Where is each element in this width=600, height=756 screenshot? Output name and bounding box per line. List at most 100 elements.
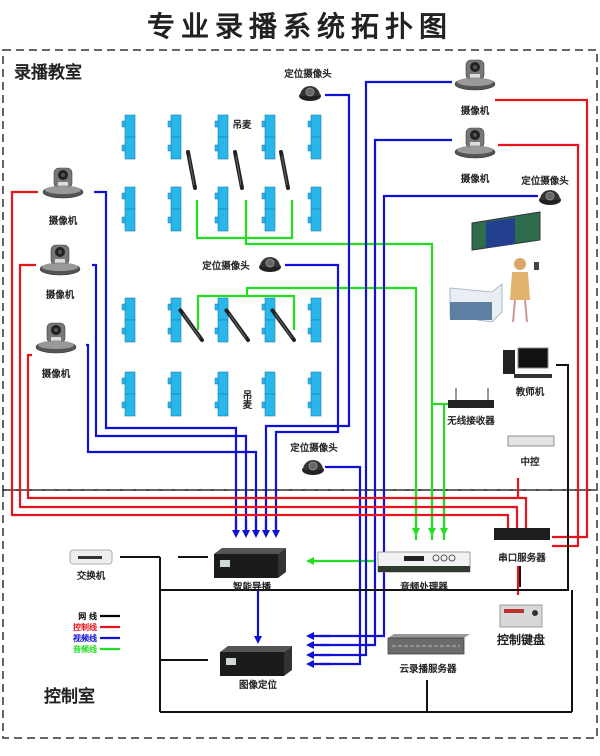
svg-text:控制键盘: 控制键盘 xyxy=(497,632,545,647)
desk xyxy=(214,371,229,417)
blackboard xyxy=(471,211,541,251)
pc-tower-icon xyxy=(503,350,515,374)
central-control[interactable]: 中控 xyxy=(507,435,555,468)
receiver-icon xyxy=(448,400,494,408)
desk xyxy=(261,371,276,417)
desk xyxy=(121,114,136,160)
classroom-label: 录播教室 xyxy=(14,62,82,83)
hanging-mic-icon xyxy=(224,305,250,345)
svg-text:云录播服务器: 云录播服务器 xyxy=(399,663,457,675)
svg-text:定位摄像头: 定位摄像头 xyxy=(289,442,338,454)
desk xyxy=(214,186,229,232)
podium xyxy=(449,283,503,323)
network-lines xyxy=(120,364,573,713)
positioning-camera-right[interactable]: 定位摄像头 xyxy=(520,175,569,206)
svg-text:摄像机: 摄像机 xyxy=(461,173,490,185)
hanging-mic-label-bottom: 吊麦 xyxy=(241,390,253,410)
ptz-camera-icon xyxy=(454,59,496,91)
ptz-camera-icon xyxy=(35,322,77,354)
legend-label: 音频线 xyxy=(73,644,97,654)
desk xyxy=(121,297,136,343)
dome-camera-icon xyxy=(301,459,325,476)
svg-text:图像定位: 图像定位 xyxy=(239,679,278,691)
desk xyxy=(307,297,322,343)
legend-item-video: 视频线 xyxy=(73,633,120,643)
desk xyxy=(307,371,322,417)
classroom-zone-border xyxy=(2,49,598,491)
positioning-camera-mid[interactable]: 定位摄像头 xyxy=(201,256,282,273)
legend-item-audio: 音频线 xyxy=(73,644,120,654)
camera-top-right-2[interactable]: 摄像机 xyxy=(454,127,496,185)
svg-text:摄像机: 摄像机 xyxy=(461,105,490,117)
ptz-camera-icon xyxy=(42,167,84,199)
svg-text:串口服务器: 串口服务器 xyxy=(498,552,546,564)
desk xyxy=(121,371,136,417)
desk xyxy=(121,186,136,232)
desk xyxy=(261,297,276,343)
control-keyboard[interactable]: 控制键盘 xyxy=(497,604,545,647)
audio-processor[interactable]: 音频处理器 xyxy=(377,551,471,593)
legend-label: 控制线 xyxy=(73,622,97,632)
server-rack-icon xyxy=(214,548,286,578)
desk xyxy=(307,186,322,232)
svg-text:交换机: 交换机 xyxy=(77,570,106,582)
svg-text:摄像机: 摄像机 xyxy=(42,368,71,380)
ptz-camera-icon xyxy=(39,244,81,276)
desk xyxy=(261,186,276,232)
control-lines xyxy=(10,98,589,595)
video-arrows xyxy=(232,520,330,668)
svg-text:摄像机: 摄像机 xyxy=(46,289,75,301)
teacher-figure xyxy=(510,258,539,323)
camera-left-2[interactable]: 摄像机 xyxy=(39,244,81,301)
diagram-title: 专业录播系统拓扑图 xyxy=(147,10,453,43)
control-unit-icon xyxy=(507,435,555,447)
serial-port-server[interactable]: 串口服务器 xyxy=(494,528,550,564)
image-tracking[interactable]: 图像定位 xyxy=(220,646,292,691)
server-rack-icon xyxy=(220,646,292,676)
legend-label: 视频线 xyxy=(73,633,97,643)
desk xyxy=(167,186,182,232)
teacher-pc[interactable]: 教师机 xyxy=(503,347,552,398)
legend-item-network: 网 线 xyxy=(78,611,120,621)
video-lines xyxy=(86,80,538,666)
legend-label: 网 线 xyxy=(78,611,97,621)
dome-camera-icon xyxy=(258,256,282,273)
camera-left-1[interactable]: 摄像机 xyxy=(42,167,84,227)
dome-camera-icon xyxy=(298,85,322,102)
svg-text:智能导播: 智能导播 xyxy=(233,581,272,593)
hanging-mic-icon xyxy=(186,150,197,190)
monitor-icon xyxy=(517,347,549,369)
svg-text:音频处理器: 音频处理器 xyxy=(400,581,448,593)
control-room-label: 控制室 xyxy=(44,686,95,707)
network-switch[interactable]: 交换机 xyxy=(69,549,113,582)
desk xyxy=(307,114,322,160)
hanging-mic-label-top: 吊麦 xyxy=(232,119,252,131)
desk xyxy=(214,114,229,160)
hanging-mic-icon xyxy=(270,305,296,345)
camera-left-3[interactable]: 摄像机 xyxy=(35,322,77,380)
ptz-camera-icon xyxy=(454,127,496,159)
camera-top-right-1[interactable]: 摄像机 xyxy=(454,59,496,117)
dome-camera-icon xyxy=(538,189,562,206)
hanging-mic-icon xyxy=(233,150,244,190)
smart-director[interactable]: 智能导播 xyxy=(214,548,286,593)
keyboard-icon xyxy=(499,604,543,628)
desk xyxy=(261,114,276,160)
desk xyxy=(167,297,182,343)
wireless-receiver[interactable]: 无线接收器 xyxy=(446,388,495,427)
svg-text:教师机: 教师机 xyxy=(515,386,545,398)
positioning-camera-top[interactable]: 定位摄像头 xyxy=(283,68,332,102)
desk xyxy=(167,371,182,417)
svg-text:定位摄像头: 定位摄像头 xyxy=(201,260,250,272)
cloud-recording-server[interactable]: 云录播服务器 xyxy=(387,634,470,675)
svg-text:无线接收器: 无线接收器 xyxy=(446,415,495,427)
hanging-mic-icon xyxy=(279,150,290,190)
desk xyxy=(214,297,229,343)
control-room-zone-border xyxy=(2,489,598,739)
svg-text:摄像机: 摄像机 xyxy=(49,215,78,227)
serial-server-icon xyxy=(494,528,550,540)
positioning-camera-bottom[interactable]: 定位摄像头 xyxy=(289,442,338,476)
svg-text:中控: 中控 xyxy=(520,456,540,468)
